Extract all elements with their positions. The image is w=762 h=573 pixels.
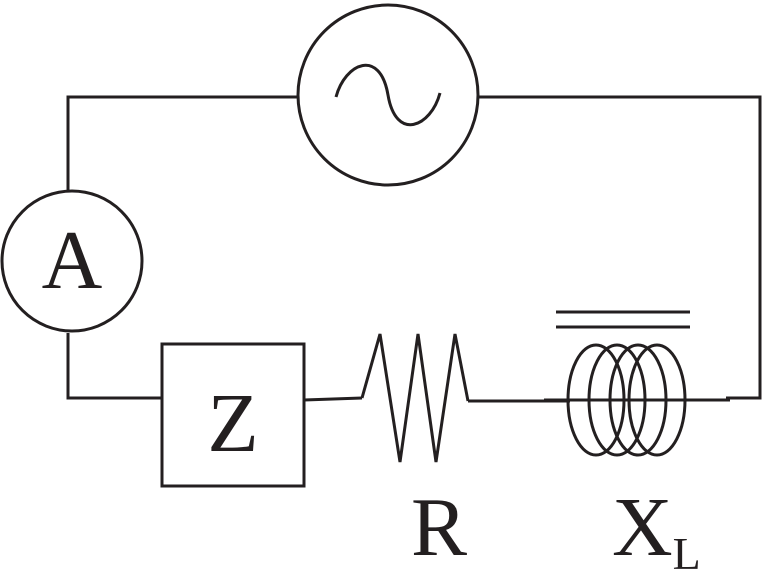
ac-source: ~	[296, 3, 480, 187]
resistor-label: R	[411, 481, 467, 573]
inductor: XL	[544, 310, 730, 573]
ammeter: A	[0, 189, 144, 333]
resistor-zigzag	[360, 333, 470, 463]
ammeter-label: A	[42, 214, 103, 307]
ammeter-circle	[0, 189, 144, 333]
resistor: R	[360, 333, 470, 573]
wire-top-right	[478, 95, 762, 400]
sine-wave-icon	[334, 63, 442, 127]
wire-z-to-resistor	[303, 396, 363, 402]
wire-top-left	[66, 95, 297, 190]
inductor-label-subscript: L	[673, 528, 701, 573]
wire-left-bottom	[66, 333, 162, 400]
circuit-wires	[66, 95, 762, 403]
ac-source-circle	[296, 3, 480, 187]
inductor-label-main: X	[612, 481, 673, 573]
impedance-label: Z	[207, 377, 258, 470]
inductor-label: XL	[612, 481, 701, 573]
impedance-rect	[160, 342, 306, 488]
impedance-box: Z	[160, 342, 306, 488]
